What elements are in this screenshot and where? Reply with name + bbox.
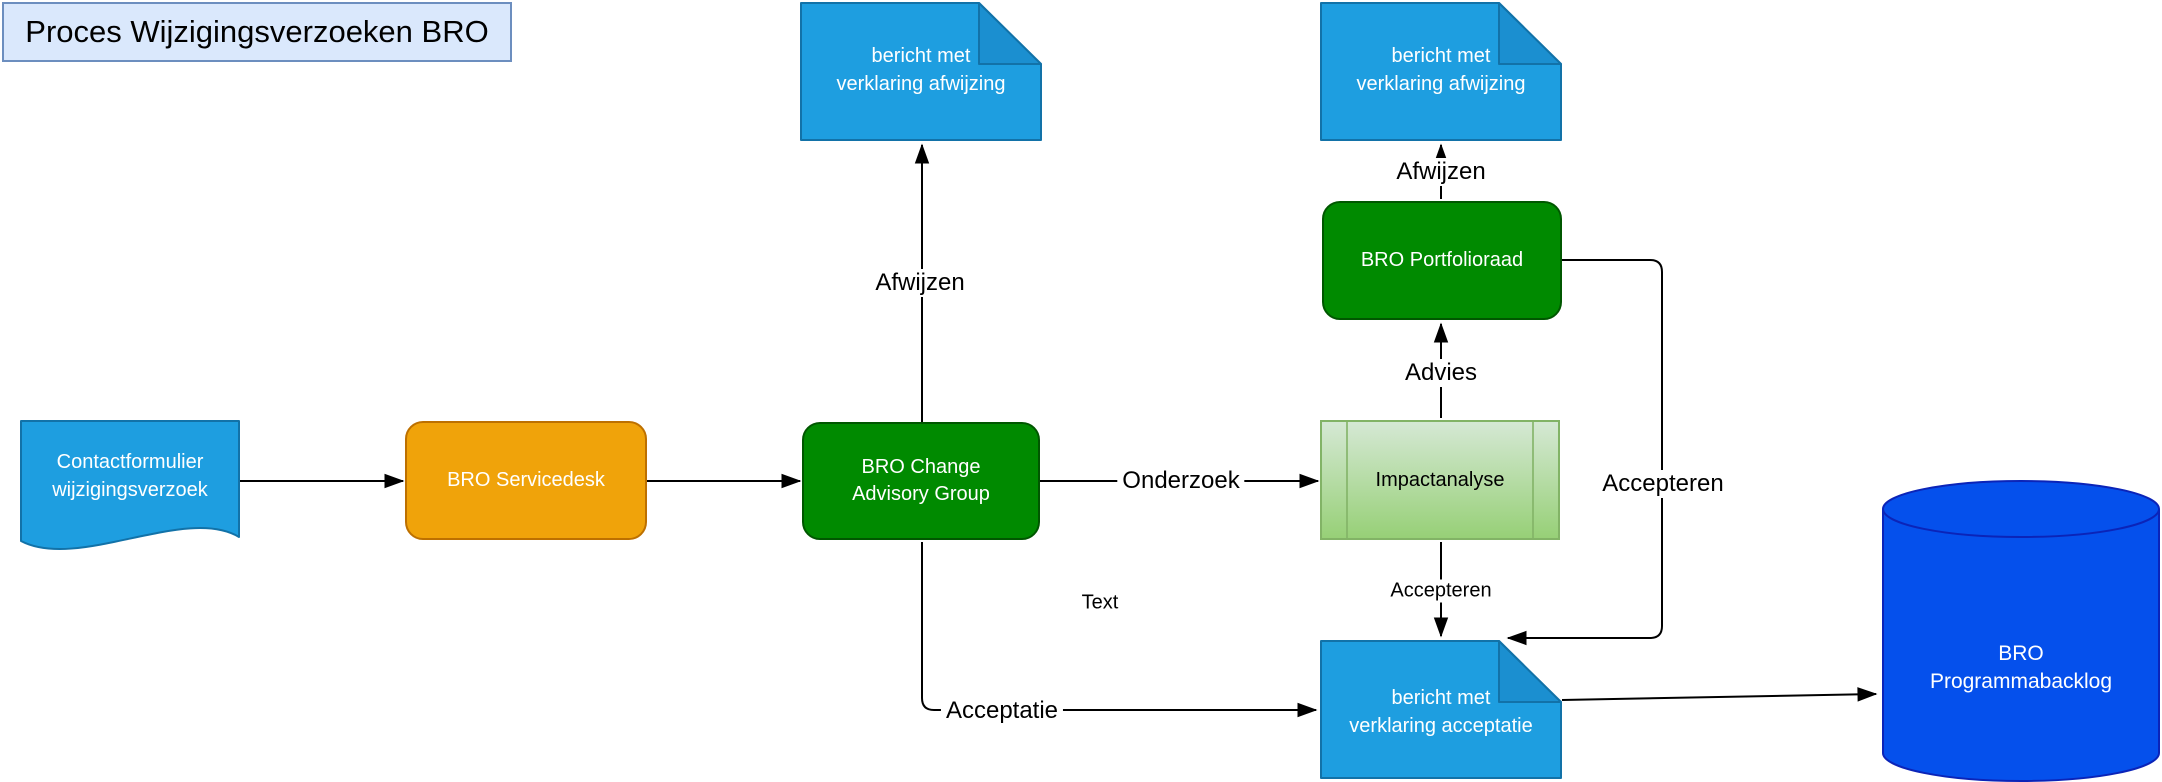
node-label: BRO Programmabacklog — [1929, 642, 2113, 693]
diagram-title: Proces Wijzigingsverzoeken BRO — [25, 14, 489, 49]
edge-portfolioraad-to-acceptatie[interactable] — [1506, 259, 1663, 646]
note-shape — [1320, 640, 1562, 779]
edge-label-acceptatie[interactable]: Acceptatie — [940, 697, 1064, 725]
subprocess-bar-right — [1532, 422, 1534, 538]
node-bro-servicedesk[interactable]: BRO Servicedesk — [405, 421, 647, 540]
edge-label-afwijzen-links[interactable]: Afwijzen — [870, 269, 970, 297]
node-label: bericht met verklaring acceptatie — [1349, 687, 1533, 737]
floating-text-label[interactable]: Text — [1081, 591, 1119, 614]
edge-label-onderzoek[interactable]: Onderzoek — [1117, 467, 1245, 495]
node-label: bericht met verklaring afwijzing — [1356, 45, 1526, 95]
edge-acceptatie-to-backlog[interactable] — [1561, 687, 1878, 702]
node-label: BRO Change Advisory Group — [852, 456, 990, 505]
node-label: bericht met verklaring afwijzing — [836, 45, 1006, 95]
edge-label-advies[interactable]: Advies — [1399, 359, 1483, 387]
diagram-title-box[interactable]: Proces Wijzigingsverzoeken BRO — [2, 2, 512, 62]
edge-label-afwijzen-rechts[interactable]: Afwijzen — [1391, 158, 1491, 186]
node-bro-portfolioraad[interactable]: BRO Portfolioraad — [1322, 201, 1562, 320]
note-shape — [1320, 2, 1562, 141]
node-impactanalyse[interactable]: Impactanalyse — [1320, 420, 1560, 540]
edge-label-accepteren-onder[interactable]: Accepteren — [1385, 579, 1497, 603]
subprocess-bar-left — [1346, 422, 1348, 538]
note-fold — [1498, 640, 1562, 703]
node-label: Impactanalyse — [1375, 468, 1505, 491]
note-fold — [978, 2, 1042, 65]
node-label: Contactformulier wijzigingsverzoek — [52, 451, 208, 501]
document-shape — [20, 420, 240, 551]
node-label: BRO Portfolioraad — [1360, 249, 1524, 271]
node-bericht-verklaring-acceptatie[interactable]: bericht met verklaring acceptatie — [1320, 640, 1562, 779]
database-cylinder-shape — [1882, 480, 2160, 782]
node-bro-programmabacklog[interactable]: BRO Programmabacklog — [1882, 480, 2160, 782]
node-bro-change-advisory-group[interactable]: BRO Change Advisory Group — [802, 422, 1040, 540]
node-bericht-verklaring-afwijzing-links[interactable]: bericht met verklaring afwijzing — [800, 2, 1042, 141]
edge-label-accepteren-rechts[interactable]: Accepteren — [1597, 470, 1729, 498]
edge-cag-to-acceptatie[interactable] — [921, 542, 1318, 718]
node-label: BRO Servicedesk — [447, 469, 605, 491]
node-contactformulier-wijzigingsverzoek[interactable]: Contactformulier wijzigingsverzoek — [20, 420, 240, 558]
note-fold — [1498, 2, 1562, 65]
note-shape — [800, 2, 1042, 141]
node-bericht-verklaring-afwijzing-rechts[interactable]: bericht met verklaring afwijzing — [1320, 2, 1562, 141]
